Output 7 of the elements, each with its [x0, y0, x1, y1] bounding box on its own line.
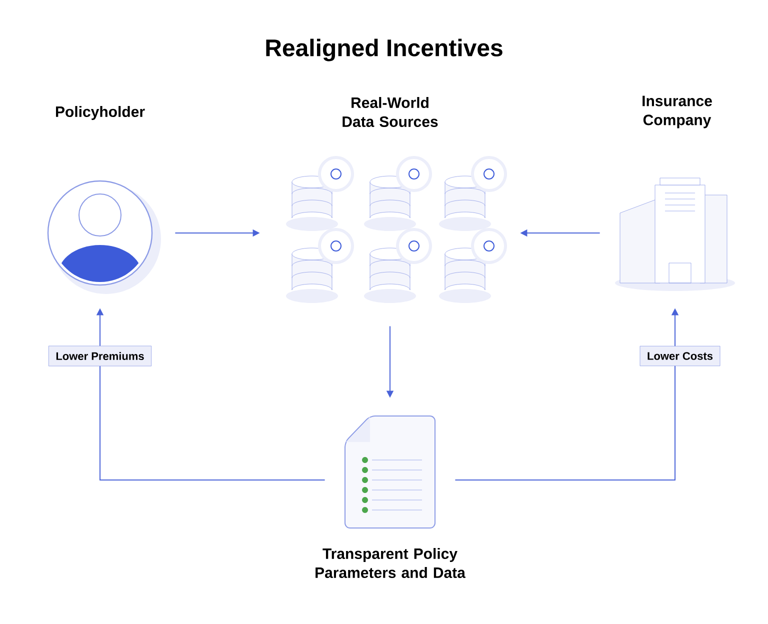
- edge-label: Lower Premiums: [48, 346, 152, 366]
- title: Realigned Incentives: [266, 38, 502, 62]
- heading: Real-World Data Sources: [342, 97, 438, 127]
- heading: Policyholder: [56, 106, 145, 120]
- heading: Transparent Policy Parameters and Data: [316, 548, 466, 578]
- edge-label: Lower Costs: [640, 346, 720, 366]
- heading: Insurance Company: [642, 96, 712, 128]
